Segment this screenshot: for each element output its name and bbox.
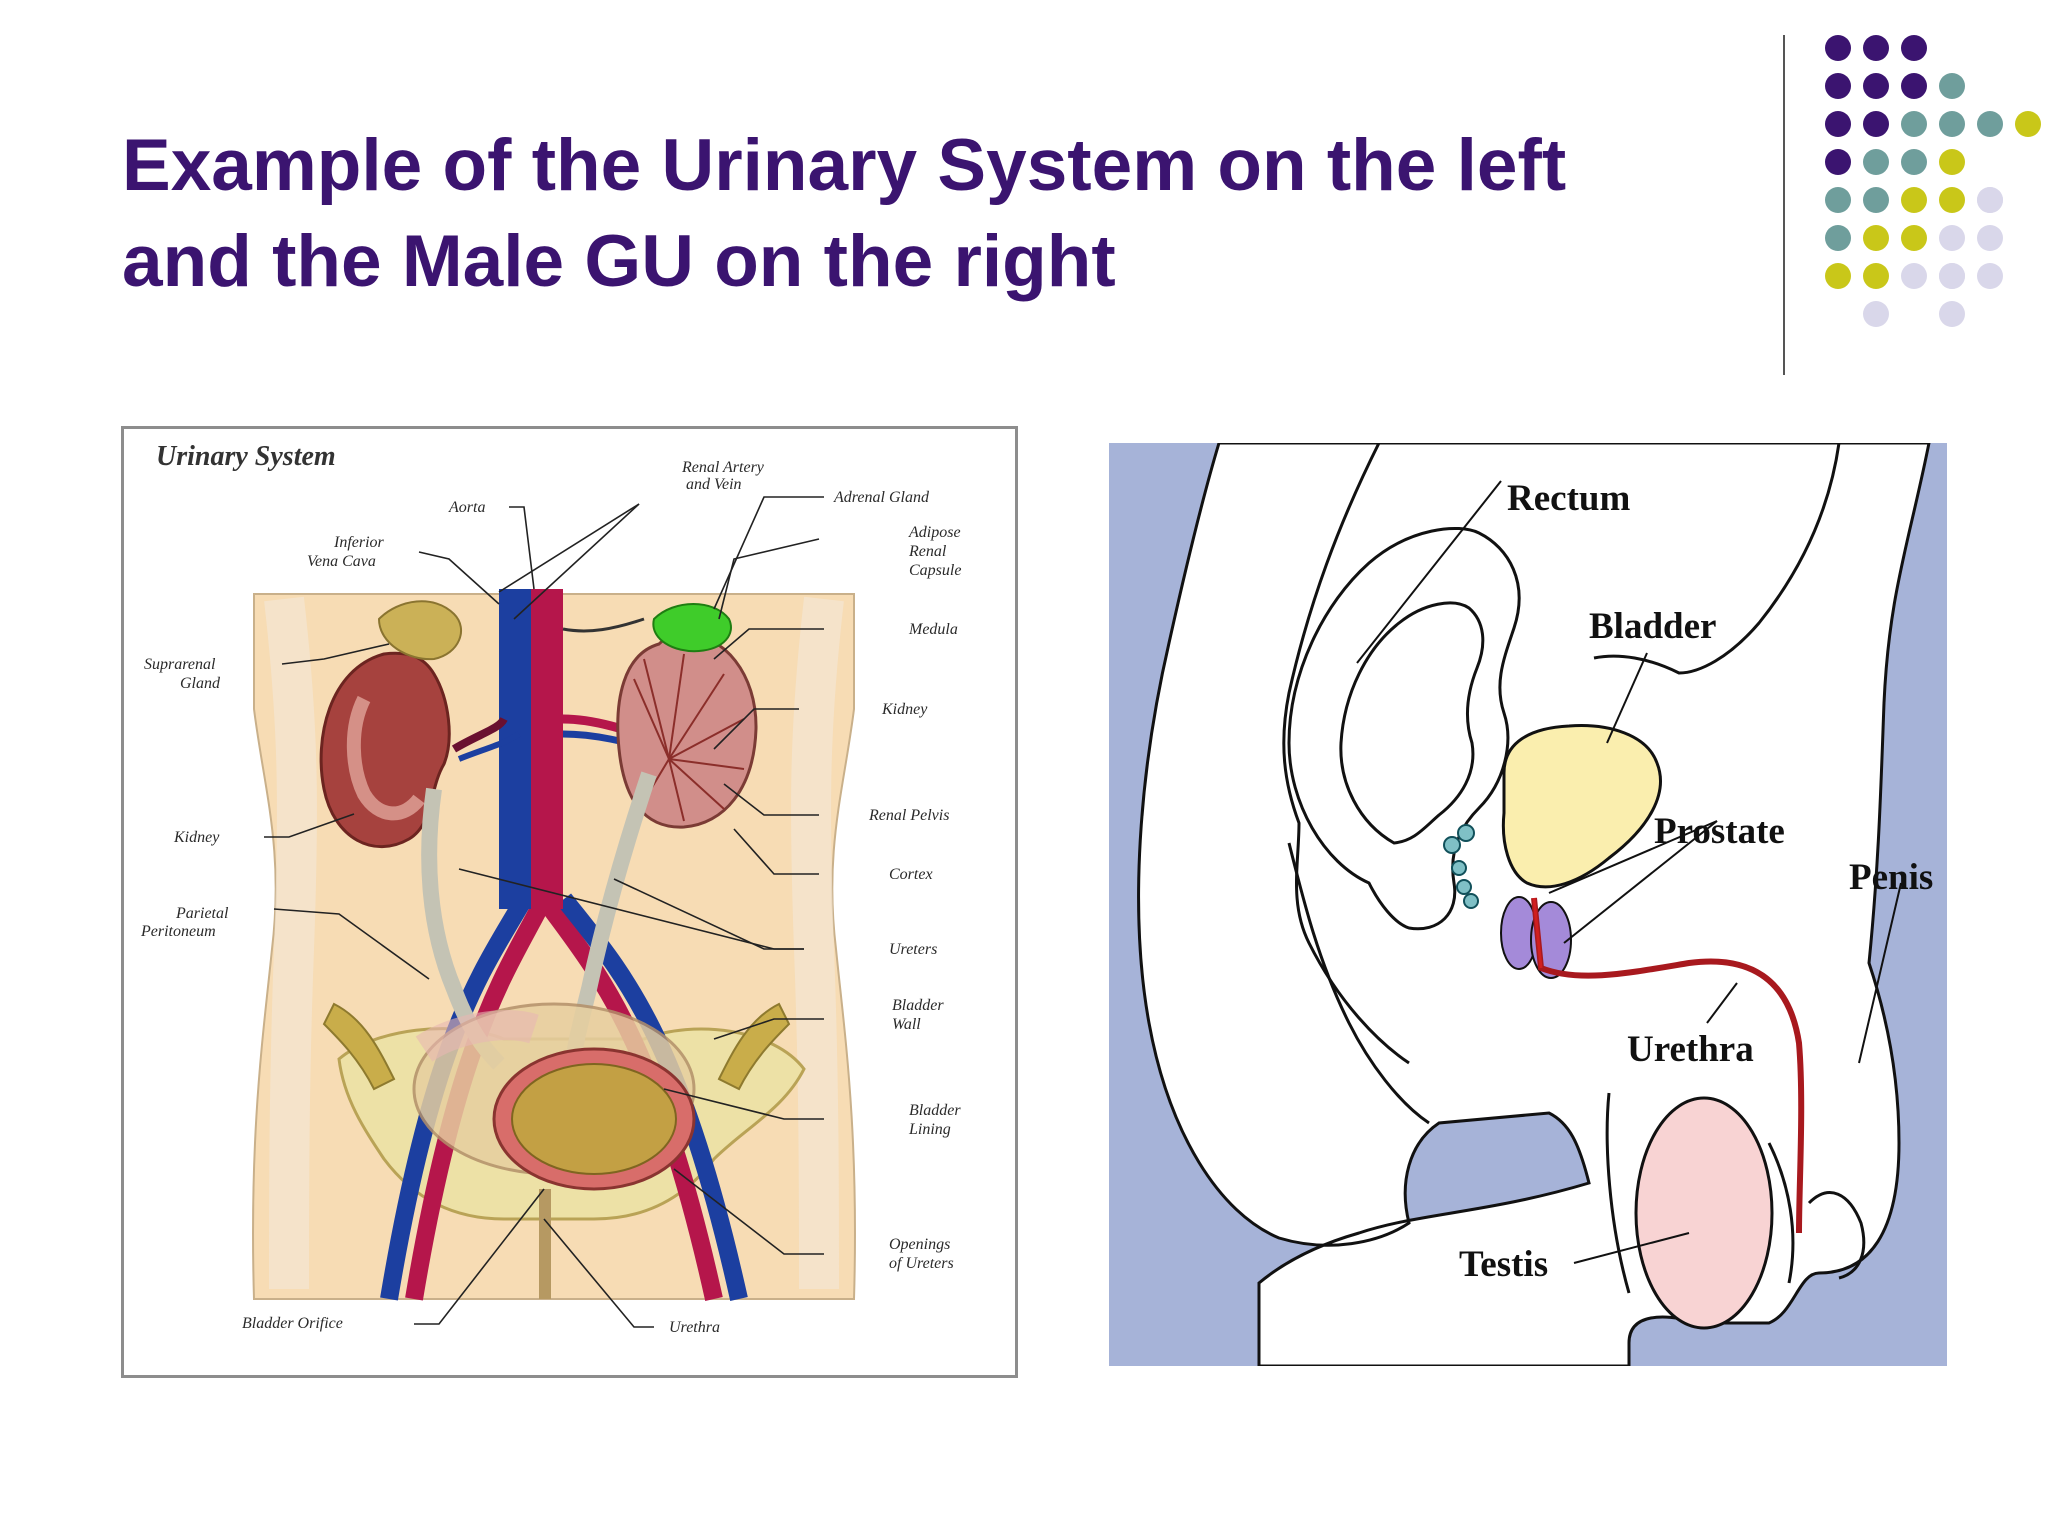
decorative-dot [1863,301,1889,327]
label-bladder-wall-2: Wall [892,1016,921,1033]
urethra-tube [539,1189,551,1299]
decorative-dot [1939,149,1965,175]
decorative-dot [1863,111,1889,137]
label-rectum: Rectum [1507,478,1630,519]
label-of-ureters: of Ureters [889,1255,954,1272]
label-urethra: Urethra [1627,1029,1754,1070]
decorative-dot [1939,263,1965,289]
decorative-dot [1939,187,1965,213]
label-bladder-wall-1: Bladder [892,997,944,1014]
decorative-dot [1825,111,1851,137]
decorative-dot [1939,225,1965,251]
decorative-dot [1977,225,2003,251]
label-parietal: Parietal [175,905,229,922]
label-testis: Testis [1459,1244,1548,1285]
decorative-dot [1825,35,1851,61]
slide-title-line-1: Example of the Urinary System on the lef… [122,125,1567,206]
decorative-dot [1863,73,1889,99]
decorative-dot [1901,111,1927,137]
label-renal-pelvis: Renal Pelvis [868,807,949,824]
label-inferior: Inferior [333,534,385,551]
label-bladder-lining-1: Bladder [909,1102,961,1119]
decorative-dot [1901,225,1927,251]
decorative-dot [1977,263,2003,289]
decorative-dot [1863,263,1889,289]
urethra-path [1531,897,1805,1234]
label-renal: Renal [908,543,947,560]
label-bladder: Bladder [1589,606,1716,647]
decorative-dot [1863,35,1889,61]
label-bladder-lining-2: Lining [908,1121,951,1138]
label-penis: Penis [1849,857,1933,898]
label-adrenal-gland: Adrenal Gland [833,489,930,506]
label-bladder-orifice: Bladder Orifice [242,1315,343,1332]
label-peritoneum: Peritoneum [140,923,216,940]
slide-title-line-2: and the Male GU on the right [122,221,1116,302]
decorative-dot [1901,263,1927,289]
urinary-heading: Urinary System [156,441,336,472]
urinary-system-diagram: Urinary System Renal Artery and Vein Aor… [121,426,1018,1378]
decorative-dot [1901,73,1927,99]
label-medula: Medula [908,621,958,638]
label-cortex: Cortex [889,866,933,883]
label-suprarenal: Suprarenal [144,656,216,673]
bladder-shape [1501,724,1662,889]
decorative-dot [1939,111,1965,137]
testis-shape [1634,1096,1774,1330]
adrenal-gland [652,603,732,653]
decorative-dot [1977,187,2003,213]
urinary-system-illustration: Urinary System Renal Artery and Vein Aor… [140,441,961,1336]
label-and-vein: and Vein [686,476,742,493]
label-renal-artery: Renal Artery [681,459,765,476]
decorative-dot [1863,225,1889,251]
decorative-dot [1863,187,1889,213]
decorative-dot [1939,301,1965,327]
decorative-dot [1977,187,2003,213]
male-gu-illustration: Rectum Bladder Prostate Penis Urethra Te… [1137,441,1933,1368]
label-kidney-left: Kidney [881,701,928,718]
decorative-dot [1825,263,1851,289]
label-gland: Gland [180,675,221,692]
label-ureters: Ureters [889,941,937,958]
decorative-dot [2015,111,2041,137]
slide-title: Example of the Urinary System on the lef… [122,118,1722,310]
decorative-dot [1825,149,1851,175]
decorative-dot [1863,149,1889,175]
label-aorta: Aorta [448,499,485,516]
male-gu-diagram: Rectum Bladder Prostate Penis Urethra Te… [1109,441,1947,1368]
decorative-dot [1977,111,2003,137]
label-urethra: Urethra [669,1319,720,1336]
aorta [531,589,563,909]
decorative-dot [1939,263,1965,289]
decorative-dot [1901,149,1927,175]
label-kidney-right: Kidney [173,829,220,846]
decorative-dot [1901,35,1927,61]
decorative-dot [1825,73,1851,99]
vena-cava [499,589,531,909]
decorative-dot [1825,225,1851,251]
label-capsule: Capsule [909,562,961,579]
label-openings: Openings [889,1236,950,1253]
decorative-dot [1825,187,1851,213]
decorative-dot [1939,73,1965,99]
decorative-divider [1783,35,1785,375]
label-adipose: Adipose [908,524,961,541]
label-vena-cava: Vena Cava [307,553,376,570]
decorative-dot [1901,187,1927,213]
label-prostate: Prostate [1654,811,1785,852]
rectum-outline [1287,527,1521,931]
bladder-lining [511,1063,677,1175]
